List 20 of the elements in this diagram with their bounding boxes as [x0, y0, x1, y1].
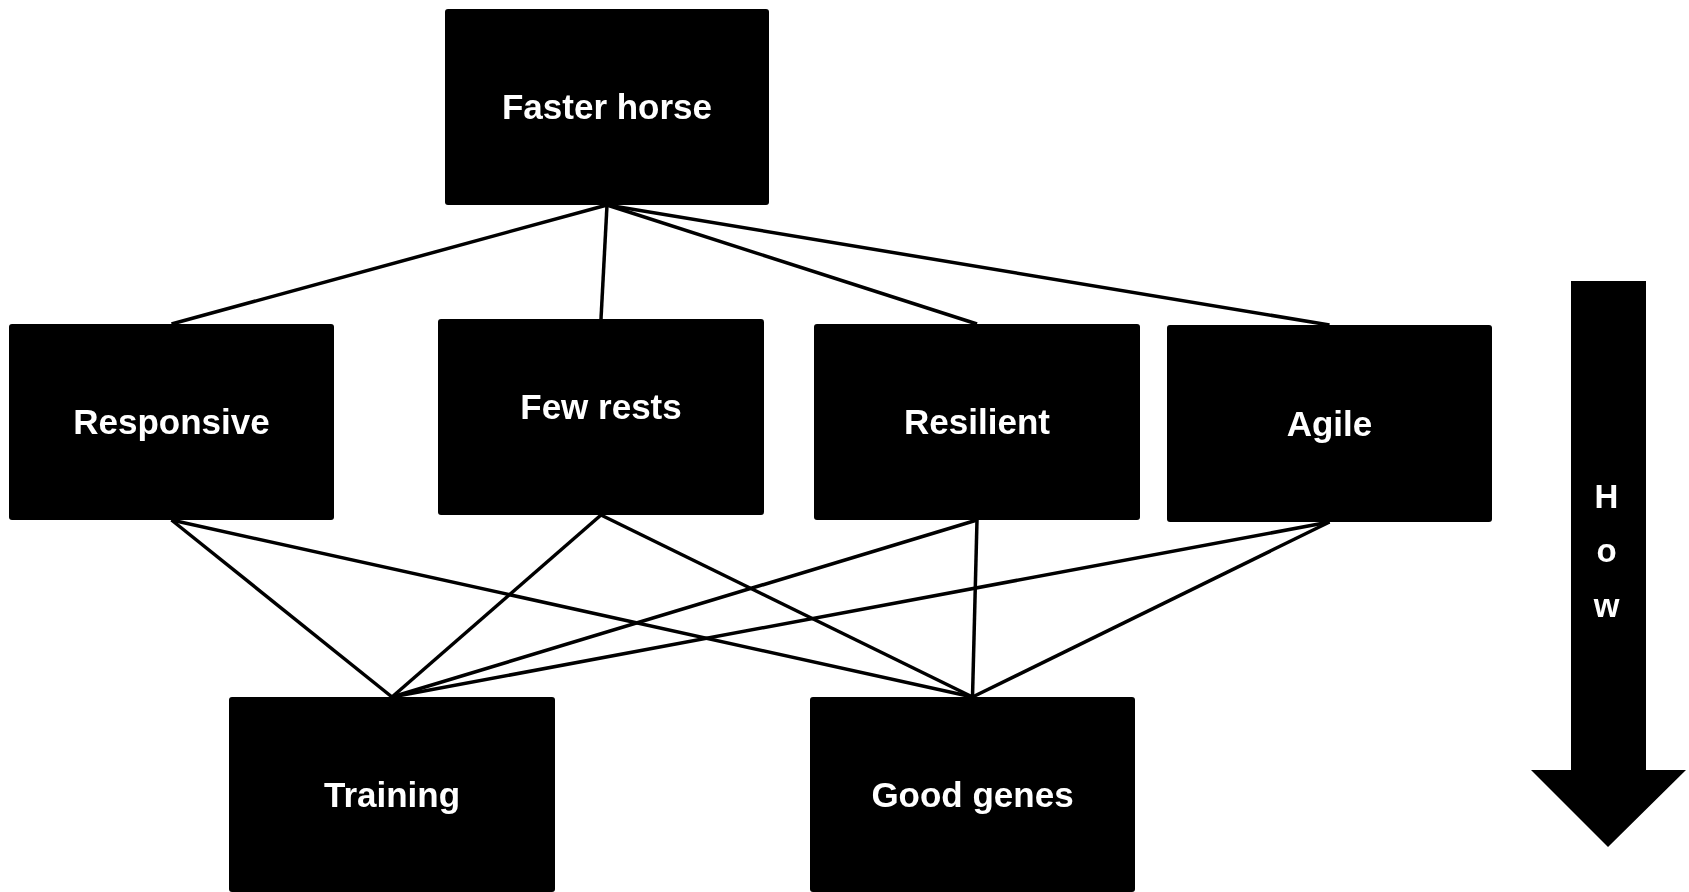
box-label: Agile	[1286, 403, 1373, 444]
box-label: Resilient	[904, 402, 1050, 442]
process-box	[814, 324, 1140, 520]
direction-label: How	[1592, 477, 1621, 626]
connector-line	[606, 203, 1330, 327]
process-box	[1167, 325, 1492, 522]
process-box	[810, 697, 1135, 892]
box-label: Few rests	[520, 387, 682, 427]
connector-line	[971, 520, 1331, 699]
connector-line	[599, 204, 609, 320]
process-box	[438, 319, 764, 515]
box-label: Good genes	[871, 774, 1074, 815]
box-label: Responsive	[73, 402, 270, 442]
connector-line	[171, 203, 608, 326]
connector-line	[970, 519, 979, 698]
process-box	[9, 324, 334, 520]
process-box	[229, 697, 555, 892]
box-label: Faster horse	[501, 87, 713, 127]
process-box	[445, 9, 769, 205]
box-label: Training	[323, 774, 461, 815]
